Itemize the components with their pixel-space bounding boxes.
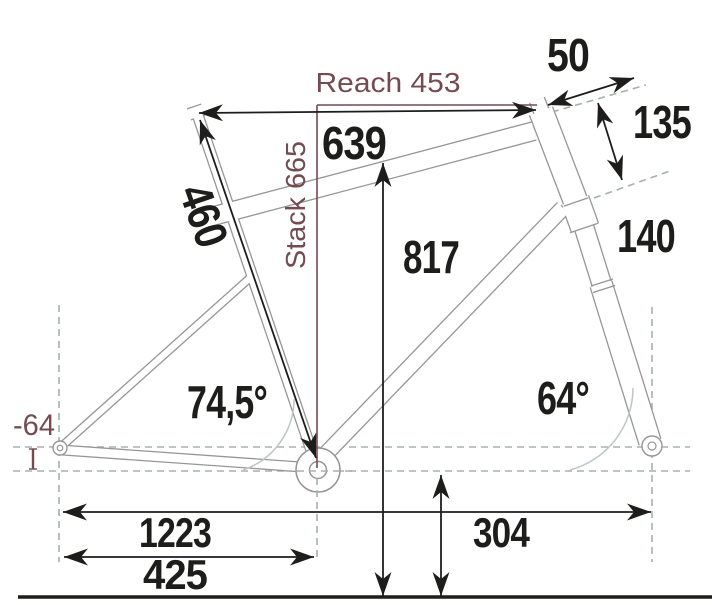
- bb-drop-tick: [29, 448, 37, 470]
- head-angle-arc: [569, 387, 634, 471]
- head-bottom-guide: [593, 170, 671, 199]
- head-tube-dimension: [597, 102, 623, 181]
- fork-joints: [563, 197, 616, 294]
- rear-dropout-inner: [56, 444, 64, 452]
- chainstay-label: 425: [143, 551, 208, 598]
- labels: Reach 453 Stack 665 -64 639 460 50 135 1…: [13, 29, 692, 598]
- spacer-dimension: [547, 77, 635, 106]
- seat-tube-dimension: [199, 119, 317, 459]
- reach-label: Reach 453: [316, 67, 461, 98]
- top-tube-label: 639: [322, 117, 386, 169]
- bearings: [52, 435, 663, 493]
- front-dropout-inner: [647, 441, 657, 451]
- standover-label: 817: [403, 231, 459, 283]
- bb-height-label: 304: [473, 509, 530, 556]
- bottom-bracket-inner: [308, 460, 328, 480]
- spacer-label: 50: [547, 29, 589, 81]
- seat-angle-label: 74,5°: [187, 376, 267, 428]
- dimension-lines: [18, 77, 712, 599]
- fork-travel-label: 140: [617, 210, 675, 262]
- top-tube-dimension: [198, 101, 537, 122]
- wheelbase-label: 1223: [139, 509, 211, 556]
- head-angle-label: 64°: [537, 372, 589, 424]
- bb-drop-label: -64: [13, 409, 55, 442]
- head-tube-label: 135: [633, 96, 691, 148]
- stack-label: Stack 665: [280, 141, 311, 269]
